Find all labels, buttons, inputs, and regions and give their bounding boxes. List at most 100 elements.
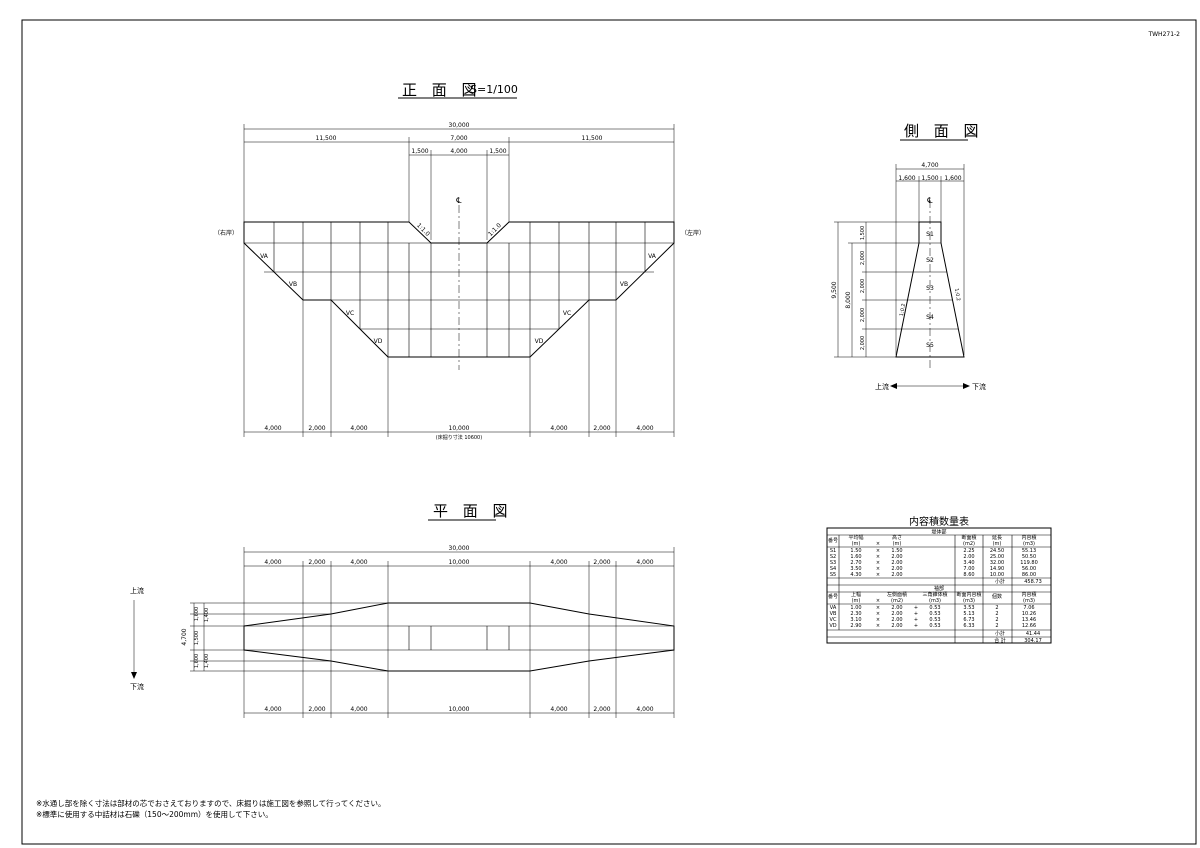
qt-upper-r1-c2: × <box>876 554 880 560</box>
qt-upper-r2-c0: S3 <box>830 560 836 566</box>
side-dim-inner-1: 1,500 <box>860 226 866 240</box>
qt-uu-3: (m) <box>893 541 902 547</box>
plan-bottom-dim-6: 2,000 <box>593 706 610 713</box>
side-label-s2: S2 <box>926 257 934 264</box>
qt-upper-r3-c0: S4 <box>830 566 836 572</box>
qt-lower-r1-c3: 2.00 <box>891 611 902 617</box>
qt-upper-r3-c5: 14.90 <box>990 566 1004 572</box>
qt-lower-r1-c4: + <box>914 611 918 617</box>
qt-lu-8: (m3) <box>1023 598 1035 604</box>
plan-bottom-dim-5: 4,000 <box>550 706 567 713</box>
qt-total-label: 合 計 <box>994 637 1006 644</box>
front-bottom-dim-5: 4,000 <box>550 425 567 432</box>
front-dim-sub2: 4,000 <box>450 148 467 155</box>
qt-uh-5: 延長 <box>992 534 1002 541</box>
front-bottom-dim-2: 2,000 <box>308 425 325 432</box>
quantity-table-title: 内容積数量表 <box>909 515 969 528</box>
side-label-s5: S5 <box>926 342 934 349</box>
front-dim-center: 7,000 <box>450 135 467 142</box>
plan-top-dim-3: 4,000 <box>350 559 367 566</box>
qt-upper-r2-c2: × <box>876 560 880 566</box>
qt-lower-r0-c3: 2.00 <box>891 605 902 611</box>
front-label-va-right: VA <box>648 253 657 260</box>
qt-upper-r4-c1: 4.30 <box>850 572 861 578</box>
qt-upper-header: 番号 平均幅 高さ 断面積 延長 内容積 (m) × (m) (m2) (m) … <box>828 534 1037 547</box>
qt-uu-2: × <box>876 541 880 547</box>
qt-lu-2: × <box>876 598 880 604</box>
qt-lower-subtotal: 41.44 <box>1026 631 1040 637</box>
qt-lh-3: 左側面積 <box>887 591 907 598</box>
qt-upper-r4-c0: S5 <box>830 572 836 578</box>
plan-bottom-dim-7: 4,000 <box>636 706 653 713</box>
side-dim-top: 4,700 <box>921 162 938 169</box>
qt-uu-1: (m) <box>852 541 861 547</box>
qt-upper-r3-c4: 7.00 <box>963 566 974 572</box>
qt-lower-r3-c6: 6.33 <box>963 623 974 629</box>
qt-lower-r2-c4: + <box>914 617 918 623</box>
side-centerline-mark: ℄ <box>927 196 933 205</box>
plan-view: 平 面 図 30,000 4,000 2,000 4,000 10,000 4,… <box>130 502 675 718</box>
qt-uh-6: 内容積 <box>1021 534 1036 541</box>
side-dim-inner-3: 2,000 <box>860 279 866 293</box>
qt-lu-3: (m2) <box>891 598 903 604</box>
quantity-table: 内容積数量表 堤体部 番号 平均幅 高さ 断面積 延長 内容積 (m) × (m… <box>826 515 1052 644</box>
plan-small-dim-1: 1,400 <box>204 608 210 622</box>
qt-upper-r3-c2: × <box>876 566 880 572</box>
note-1: ※水通し部を除く寸法は部材の芯でおさえておりますので、床掘りは施工図を参照して行… <box>36 798 386 808</box>
qt-upper-r4-c4: 8.60 <box>963 572 974 578</box>
qt-lower-r3-c1: 2.90 <box>850 623 861 629</box>
qt-lu-6: (m3) <box>963 598 975 604</box>
qt-upper-r1-c3: 2.00 <box>891 554 902 560</box>
front-label-vd-left: VD <box>374 338 383 345</box>
plan-bottom-dim-1: 4,000 <box>264 706 281 713</box>
plan-bottom-dim-2: 2,000 <box>308 706 325 713</box>
qt-upper-r1-c1: 1.60 <box>850 554 861 560</box>
qt-lu-5: (m3) <box>929 598 941 604</box>
qt-lower-r3-c5: 0.53 <box>929 623 940 629</box>
side-label-s3: S3 <box>926 285 934 292</box>
side-dim-outer: 9,500 <box>831 281 838 298</box>
qt-upper-r0-c4: 2.25 <box>963 548 974 554</box>
front-left-bank: （左岸） <box>681 229 705 237</box>
front-dim-sub3: 1,500 <box>489 148 506 155</box>
qt-lower-r0-c5: 0.53 <box>929 605 940 611</box>
qt-lower-r2-c2: × <box>876 617 880 623</box>
plan-top-dim-5: 4,000 <box>550 559 567 566</box>
front-dim-total: 30,000 <box>449 122 470 129</box>
qt-uu-6: (m3) <box>1023 541 1035 547</box>
plan-top-dim-7: 4,000 <box>636 559 653 566</box>
side-upstream-label: 上流 <box>875 382 889 391</box>
qt-lower-r3-c3: 2.00 <box>891 623 902 629</box>
qt-lower-r1-c0: VB <box>830 611 837 617</box>
qt-lower-r3-c4: + <box>914 623 918 629</box>
plan-top-dim-1: 4,000 <box>264 559 281 566</box>
qt-lower-r3-c2: × <box>876 623 880 629</box>
qt-upper-subtotal-label: 小計 <box>995 578 1005 585</box>
side-slope-left: 1:0.2 <box>899 303 907 317</box>
qt-upper-r2-c6: 119.80 <box>1020 560 1038 566</box>
side-dim-top2-2: 1,500 <box>921 175 938 182</box>
front-bottom-dim-7: 4,000 <box>636 425 653 432</box>
qt-lower-r1-c6: 5.13 <box>963 611 974 617</box>
front-view-title: 正 面 図 <box>402 81 482 99</box>
sheet-border <box>21 19 1197 845</box>
qt-upper-r4-c5: 10.00 <box>990 572 1004 578</box>
plan-top-dim-6: 2,000 <box>593 559 610 566</box>
qt-lower-r2-c5: 0.53 <box>929 617 940 623</box>
qt-lower-r0-c1: 1.00 <box>850 605 861 611</box>
front-right-bank: （右岸） <box>214 229 238 237</box>
qt-lower-r0-c4: + <box>914 605 918 611</box>
qt-lower-header: 番号 上幅 左側面積 三角錐体積 断面内容積 個数 内容積 (m) × (m2)… <box>828 591 1037 604</box>
qt-lower-r2-c0: VC <box>830 617 837 623</box>
side-slope-right: 1:0.2 <box>953 288 961 302</box>
qt-uh-1: 平均幅 <box>848 534 863 541</box>
qt-total: 304.17 <box>1024 638 1042 644</box>
plan-top-dim-2: 2,000 <box>308 559 325 566</box>
qt-lower-r3-c7: 2 <box>995 623 998 629</box>
qt-upper-r3-c3: 2.00 <box>891 566 902 572</box>
qt-lower-r2-c7: 2 <box>995 617 998 623</box>
front-dim-left: 11,500 <box>316 135 337 142</box>
qt-lower-r1-c8: 10.26 <box>1022 611 1036 617</box>
